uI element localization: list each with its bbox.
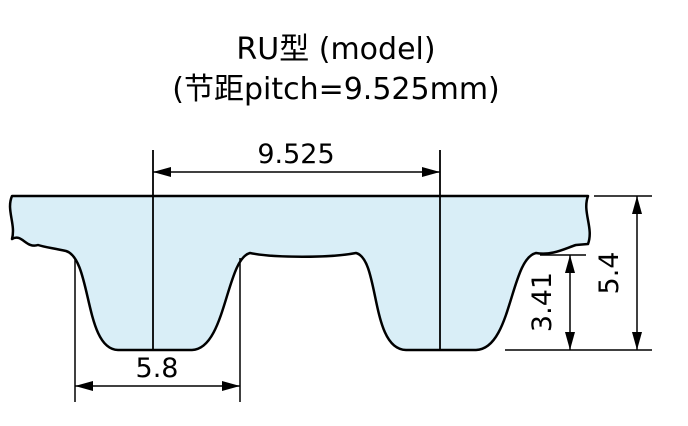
- page-title: RU型 (model): [236, 32, 436, 67]
- title-block: RU型 (model) (节距pitch=9.525mm): [0, 30, 672, 110]
- dim-tooth-height: 3.41: [527, 254, 586, 350]
- dim-tooth-width: 5.8: [74, 258, 241, 402]
- arrow-down-icon: [632, 332, 642, 350]
- dim-tooth-height-label: 3.41: [527, 272, 558, 332]
- arrow-up-icon: [565, 255, 575, 273]
- page-subtitle: (节距pitch=9.525mm): [172, 72, 500, 107]
- arrow-down-icon: [565, 332, 575, 350]
- dim-pitch-label: 9.525: [257, 139, 334, 170]
- dim-belt-thickness: 5.4: [505, 195, 652, 351]
- arrow-right-icon: [422, 167, 440, 177]
- dim-tooth-width-label: 5.8: [136, 353, 179, 384]
- dim-belt-thickness-label: 5.4: [594, 252, 625, 295]
- arrow-right-icon: [222, 381, 240, 391]
- arrow-up-icon: [632, 196, 642, 214]
- belt-profile-shape: [8, 194, 591, 352]
- arrow-left-icon: [75, 381, 93, 391]
- arrow-left-icon: [153, 167, 171, 177]
- dim-pitch: 9.525: [153, 139, 440, 177]
